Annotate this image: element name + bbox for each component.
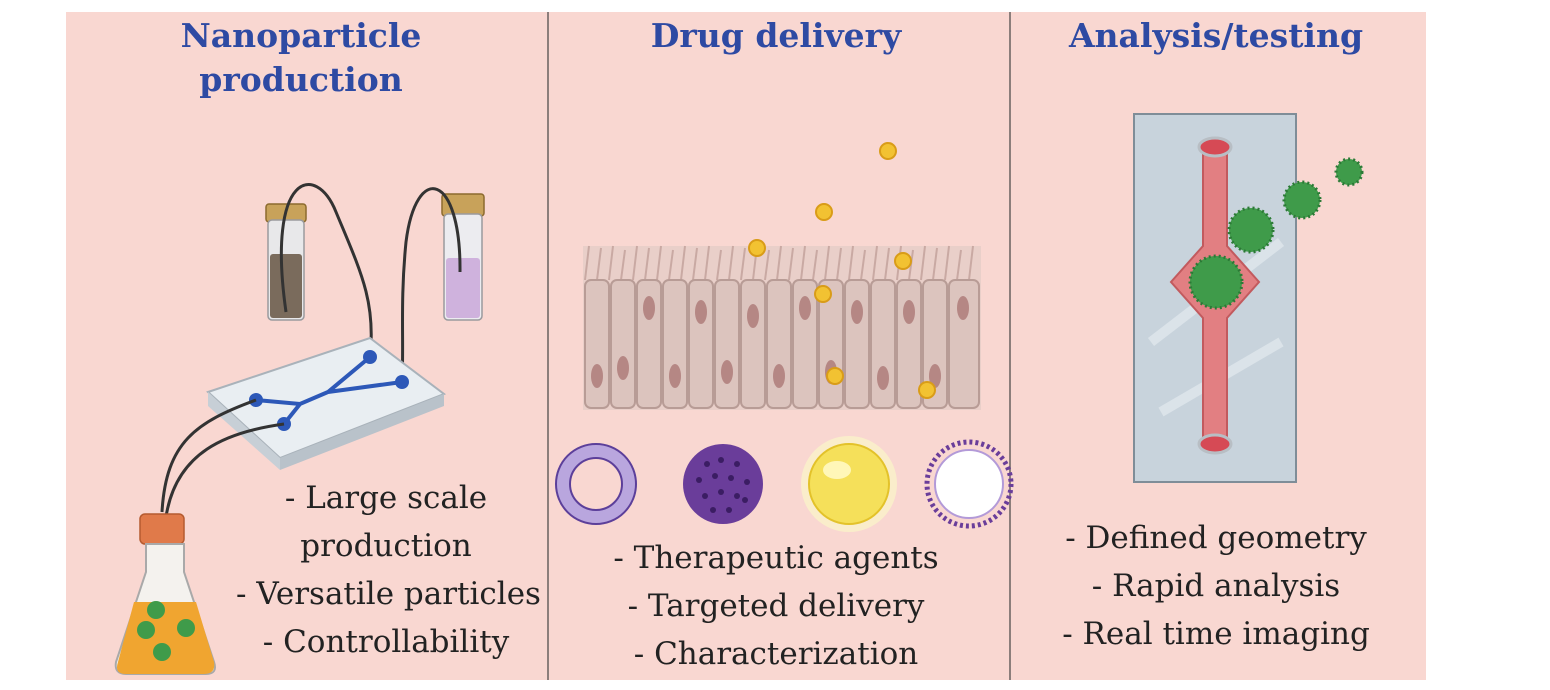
- bullet-item: - Versatile particles: [236, 576, 541, 612]
- nanoparticle-dot-icon: [748, 142, 936, 399]
- bullet-item: production: [300, 528, 472, 564]
- panel-divider: [1009, 12, 1011, 680]
- panel-title: Drug delivery: [650, 16, 902, 55]
- panel-title: Nanoparticle production: [126, 14, 476, 102]
- panel-title-line: Nanoparticle: [180, 16, 422, 55]
- bullet-item: - Characterization: [633, 636, 919, 672]
- bullet-item: - Controllability: [262, 624, 510, 660]
- analysis-chip-illustration: [1133, 113, 1364, 483]
- figure-canvas: Nanoparticle production: [66, 12, 1426, 680]
- bullet-item: - Therapeutic agents: [613, 540, 939, 576]
- flask-icon: [114, 513, 216, 675]
- panel-bullets: - Large scale production - Versatile par…: [236, 474, 541, 666]
- porous-sphere-icon: [683, 444, 763, 524]
- bullet-item: - Real time imaging: [1062, 616, 1370, 652]
- panel-divider: [547, 12, 549, 680]
- bullet-item: - Rapid analysis: [1091, 568, 1341, 604]
- panel-title-line: production: [199, 60, 403, 99]
- panel-bullets: - Therapeutic agents - Targeted delivery…: [566, 534, 986, 678]
- polymer-ring-icon: [555, 443, 637, 525]
- vial-purple-icon: [441, 193, 485, 321]
- liposome-icon: [924, 439, 1014, 529]
- microfluidic-setup-illustration: [114, 183, 485, 675]
- cell-cluster-icon: [1188, 157, 1364, 310]
- bullet-item: - Defined geometry: [1065, 520, 1367, 556]
- gold-sphere-icon: [801, 436, 897, 532]
- vial-dark-icon: [265, 203, 307, 321]
- panel-title: Analysis/testing: [1068, 16, 1364, 55]
- panel-bullets: - Defined geometry - Rapid analysis - Re…: [1026, 514, 1406, 658]
- drug-delivery-illustration: [555, 142, 1014, 532]
- bullet-item: - Targeted delivery: [627, 588, 925, 624]
- bullet-item: - Large scale: [284, 480, 488, 516]
